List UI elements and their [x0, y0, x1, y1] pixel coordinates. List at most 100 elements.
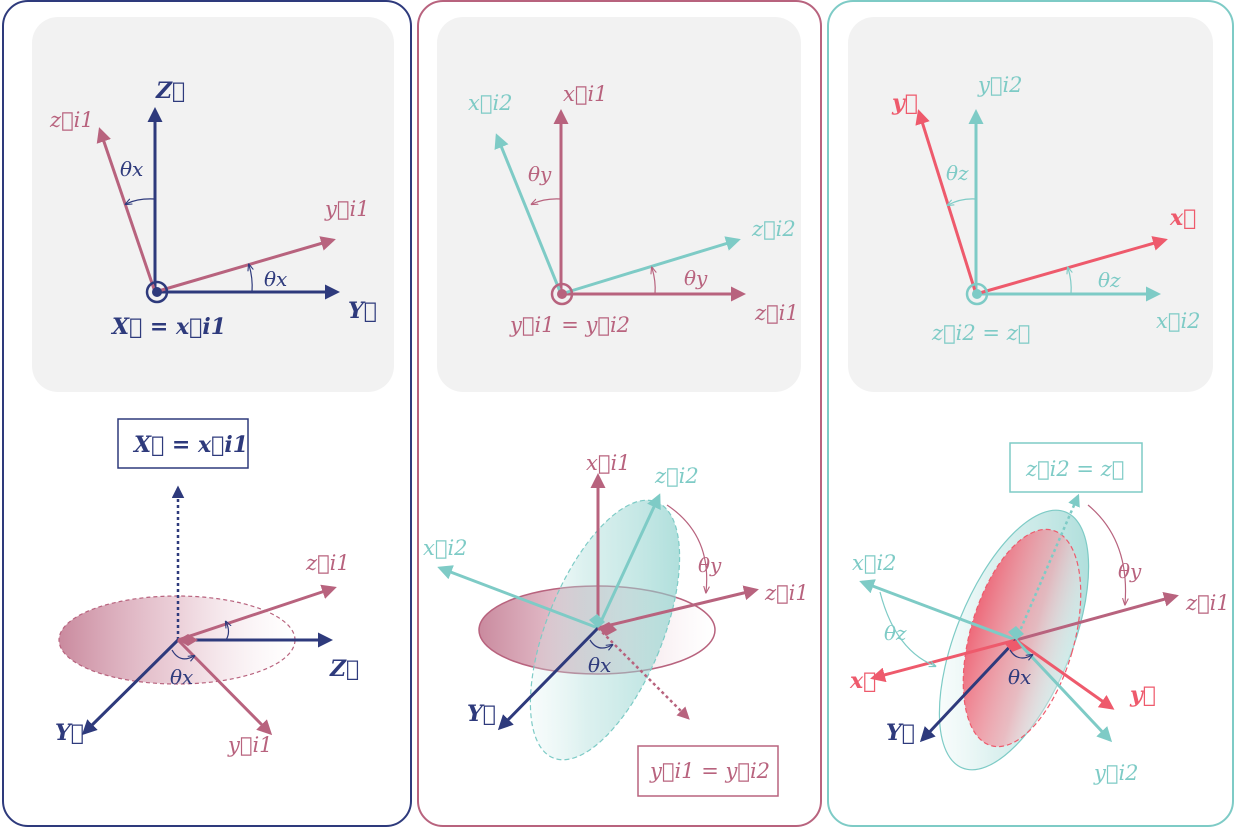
xi2-axis-arrow-3d — [859, 579, 1017, 642]
label-xi1: x⃗i1 — [563, 82, 608, 106]
label-Z-3d: Z⃗ — [329, 656, 359, 682]
theta-x-arc-vertical — [126, 198, 156, 204]
theta-x-arc-3d-bottom — [171, 649, 194, 659]
label-yi2: y⃗i2 — [977, 73, 1023, 97]
y-axis-arrow — [915, 109, 978, 295]
zi2-axis-arrow — [560, 236, 741, 296]
label-origin-yi1-equals-yi2: y⃗i1 = y⃗i2 — [509, 313, 630, 337]
theta-x-arc-3d — [589, 639, 612, 648]
yi1-axis-arrow — [154, 236, 336, 294]
origin-dot — [152, 287, 162, 297]
panel-z-bottom-diagram: z⃗i2 = z⃗ x⃗i2 z⃗i1 x⃗ y⃗ y⃗i2 Y⃗ θy θz … — [849, 442, 1230, 785]
label-zi1: z⃗i1 — [49, 108, 94, 132]
y-axis-arrow-3d — [1015, 638, 1115, 710]
panel-y-top-diagram: x⃗i2 x⃗i1 z⃗i2 z⃗i1 y⃗i1 = y⃗i2 θy θy — [468, 82, 799, 337]
label-zi1-3d: z⃗i1 — [764, 581, 809, 605]
theta-z-arc-3d — [879, 591, 935, 666]
label-origin-X-equals-xi1: X⃗ = x⃗i1 — [110, 314, 226, 340]
label-box-yi1-equals-yi2 — [637, 745, 779, 797]
label-zi1-3d: z⃗i1 — [1185, 591, 1230, 615]
label-yi1: y⃗i1 — [324, 197, 370, 221]
zi1-axis-arrow-3d — [597, 585, 759, 630]
label-theta-z-horizontal: θz — [1098, 268, 1121, 292]
label-xi2: x⃗i2 — [468, 91, 513, 115]
theta-x-arc-3d-top — [226, 622, 229, 641]
label-theta-x-vertical: θx — [120, 157, 143, 181]
label-xi2: x⃗i2 — [1156, 309, 1201, 333]
Y-axis-arrow-3d — [497, 626, 600, 731]
zi1-axis-arrow — [96, 127, 157, 293]
panel-z-top-diagram-bg — [848, 17, 1213, 392]
Y-axis-arrow-3d — [81, 638, 180, 736]
label-xi2-3d: x⃗i2 — [852, 551, 897, 575]
theta-x-arc-3d — [1009, 649, 1032, 658]
x-axis-arrow — [975, 236, 1168, 296]
zi1-axis-arrow-3d — [177, 584, 337, 642]
label-theta-x-horizontal: θx — [264, 267, 287, 291]
label-zi2: z⃗i2 — [751, 217, 796, 241]
label-box-zi2-equals-z — [1009, 442, 1143, 493]
label-Y: Y⃗ — [348, 298, 377, 324]
xi2-axis-arrow — [494, 133, 563, 295]
label-theta-x-3d: θx — [1008, 665, 1031, 689]
zi2-axis-arrow-3d — [596, 493, 661, 629]
label-box-X-equals-xi1-text: X⃗ = x⃗i1 — [132, 432, 248, 458]
label-Y-3d: Y⃗ — [467, 701, 496, 727]
theta-y-arc-horizontal — [652, 268, 655, 295]
label-Z: Z⃗ — [155, 78, 185, 104]
x-axis-arrow-3d — [870, 638, 1017, 683]
right-angle-marker-teal — [1008, 626, 1024, 640]
label-zi2-3d: z⃗i2 — [654, 464, 699, 488]
label-zi1: z⃗i1 — [754, 301, 799, 325]
label-zi1-3d: z⃗i1 — [305, 551, 350, 575]
right-angle-marker — [178, 634, 198, 646]
right-angle-marker-red — [1005, 640, 1022, 652]
panel-y-bottom-diagram: x⃗i1 z⃗i2 x⃗i2 z⃗i1 Y⃗ θy θx y⃗i1 = y⃗i2 — [423, 451, 809, 797]
label-yi2-3d: y⃗i2 — [1093, 761, 1139, 785]
zi1-axis-arrow-3d — [1015, 591, 1179, 642]
label-x-3d: x⃗ — [849, 668, 876, 694]
origin-dot — [557, 289, 567, 299]
panel-x-top-diagram-bg — [32, 17, 394, 392]
origin-dot — [972, 289, 982, 299]
label-xi1-3d: x⃗i1 — [586, 451, 631, 475]
label-theta-x-3d: θx — [588, 653, 611, 677]
label-Y-3d: Y⃗ — [886, 720, 915, 746]
label-theta-y-vertical: θy — [528, 162, 552, 186]
theta-y-arc-3d — [666, 504, 707, 592]
label-theta-y-horizontal: θy — [684, 266, 708, 290]
origin-out-of-page-symbol — [965, 282, 989, 306]
panel-z-top-diagram: y⃗ y⃗i2 x⃗ x⃗i2 z⃗i2 = z⃗ θz θz — [891, 73, 1201, 345]
label-Y-3d: Y⃗ — [55, 720, 84, 746]
label-x: x⃗ — [1169, 205, 1196, 231]
label-xi2-3d: x⃗i2 — [423, 536, 468, 560]
origin-out-of-page-symbol — [145, 280, 169, 304]
theta-z-arc-horizontal — [1068, 268, 1071, 295]
label-box-zi2-equals-z-text: z⃗i2 = z⃗ — [1025, 457, 1124, 481]
Y-axis-arrow-3d — [919, 638, 1018, 743]
panel-x-top-diagram: Z⃗ z⃗i1 y⃗i1 Y⃗ X⃗ = x⃗i1 θx θx — [49, 78, 377, 340]
label-theta-x-3d: θx — [170, 665, 193, 689]
theta-x-arc-horizontal — [249, 265, 252, 293]
theta-y-arc-vertical — [532, 198, 562, 204]
origin-out-of-page-symbol — [550, 282, 574, 306]
label-box-yi1-equals-yi2-text: y⃗i1 = y⃗i2 — [649, 759, 770, 783]
theta-y-arc-3d — [1087, 504, 1126, 604]
xi2-axis-arrow-3d — [437, 565, 599, 630]
label-y-3d: y⃗ — [1129, 682, 1156, 708]
right-angle-marker-teal — [589, 614, 605, 628]
label-yi1-3d: y⃗i1 — [227, 733, 273, 757]
theta-z-arc-vertical — [948, 198, 977, 205]
label-theta-y-3d: θy — [698, 553, 722, 577]
panel-y-top-diagram-bg — [437, 17, 801, 392]
zi2-axis-dotted — [1014, 493, 1080, 641]
label-theta-y-3d: θy — [1118, 559, 1142, 583]
label-y: y⃗ — [891, 90, 918, 116]
label-theta-z-vertical: θz — [946, 161, 969, 185]
right-angle-marker-mauve — [598, 622, 617, 636]
panel-x-bottom-diagram: X⃗ = x⃗i1 z⃗i1 Z⃗ y⃗i1 Y⃗ θx — [55, 418, 359, 757]
label-box-X-equals-xi1 — [117, 418, 249, 469]
label-theta-z-3d: θz — [884, 621, 907, 645]
label-origin-zi2-equals-z: z⃗i2 = z⃗ — [931, 321, 1030, 345]
